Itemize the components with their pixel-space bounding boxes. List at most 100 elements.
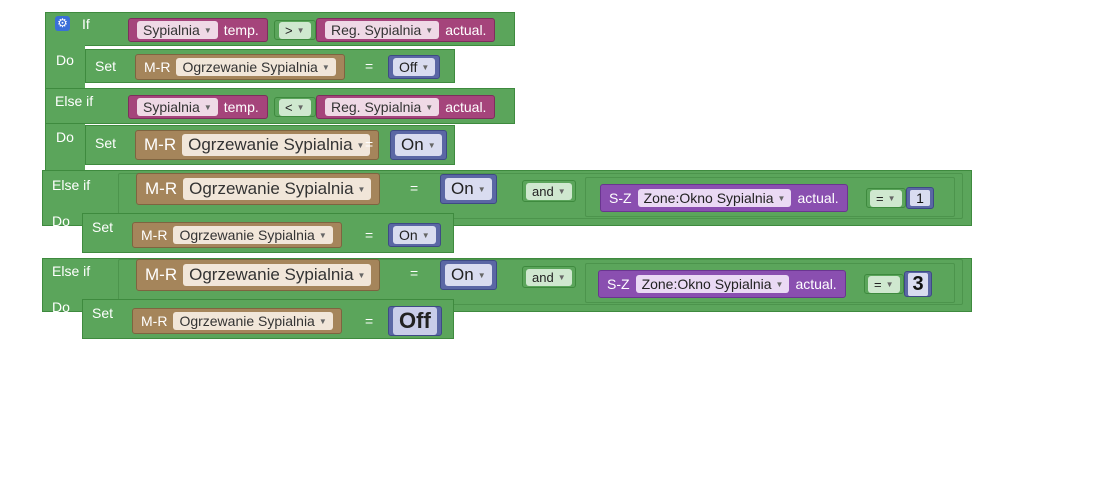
state-dropdown[interactable]: On▼ (395, 134, 442, 156)
chevron-down-icon: ▼ (357, 184, 366, 194)
chevron-down-icon: ▼ (557, 186, 566, 196)
reg-dropdown[interactable]: Reg. Sypialnia▼ (325, 21, 440, 39)
equals-sign: = (410, 180, 419, 196)
device-dropdown[interactable]: Ogrzewanie Sypialnia▼ (183, 178, 372, 200)
do-label: Do (56, 129, 74, 145)
set-label: Set (95, 58, 117, 74)
chevron-down-icon: ▼ (557, 272, 566, 282)
room-dropdown[interactable]: Sypialnia▼ (137, 98, 218, 116)
mr-block[interactable]: M-R Ogrzewanie Sypialnia▼ (135, 130, 380, 160)
state-dropdown[interactable]: On▼ (445, 178, 492, 200)
reg-dropdown[interactable]: Reg. Sypialnia▼ (325, 98, 440, 116)
chevron-down-icon: ▼ (321, 62, 330, 72)
actual-label: actual. (795, 276, 837, 292)
room-dropdown[interactable]: Sypialnia▼ (137, 21, 218, 39)
temp-label: temp. (223, 99, 259, 115)
state-dropdown[interactable]: Off (393, 307, 437, 335)
device-dropdown[interactable]: Ogrzewanie Sypialnia▼ (176, 58, 336, 76)
number-block[interactable]: 1 (906, 187, 934, 209)
mr-label: M-R (141, 227, 168, 243)
chevron-down-icon: ▼ (318, 316, 327, 326)
chevron-down-icon: ▼ (477, 184, 486, 194)
do-label: Do (52, 213, 70, 229)
mr-block[interactable]: M-R Ogrzewanie Sypialnia▼ (132, 308, 342, 334)
operator-dropdown[interactable]: <▼ (279, 98, 311, 116)
compare-op-lt[interactable]: <▼ (274, 97, 316, 117)
chevron-down-icon: ▼ (777, 193, 786, 203)
set-label: Set (95, 135, 117, 151)
operator-dropdown[interactable]: >▼ (279, 21, 311, 39)
device-dropdown[interactable]: Ogrzewanie Sypialnia▼ (173, 226, 333, 244)
chevron-down-icon: ▼ (425, 102, 434, 112)
sz-label: S-Z (607, 276, 630, 292)
actual-label: actual. (445, 22, 487, 38)
zone-dropdown[interactable]: Zone:Okno Sypialnia▼ (635, 275, 790, 293)
chevron-down-icon: ▼ (203, 25, 212, 35)
device-dropdown[interactable]: Ogrzewanie Sypialnia▼ (173, 312, 333, 330)
chevron-down-icon: ▼ (357, 270, 366, 280)
chevron-down-icon: ▼ (356, 140, 365, 150)
logic-dropdown[interactable]: and▼ (526, 182, 572, 200)
state-dropdown[interactable]: On▼ (445, 264, 492, 286)
mr-label: M-R (144, 59, 171, 75)
state-dropdown[interactable]: On▼ (393, 226, 436, 244)
actual-label: actual. (797, 190, 839, 206)
elseif-label: Else if (52, 263, 91, 279)
chevron-down-icon: ▼ (427, 140, 436, 150)
value-block[interactable]: On▼ (388, 223, 441, 247)
operator-dropdown[interactable]: =▼ (868, 275, 900, 293)
zone-dropdown[interactable]: Zone:Okno Sypialnia▼ (637, 189, 792, 207)
chevron-down-icon: ▼ (203, 102, 212, 112)
chevron-down-icon: ▼ (887, 193, 896, 203)
chevron-down-icon: ▼ (425, 25, 434, 35)
value-block[interactable]: Off (388, 306, 442, 336)
reg-actual-block[interactable]: Reg. Sypialnia▼ actual. (316, 18, 496, 42)
zone-block[interactable]: S-Z Zone:Okno Sypialnia▼ actual. (600, 184, 848, 212)
value-block[interactable]: On▼ (390, 130, 447, 160)
device-dropdown[interactable]: Ogrzewanie Sypialnia▼ (182, 134, 371, 156)
set-label: Set (92, 305, 114, 321)
actual-label: actual. (445, 99, 487, 115)
do-label: Do (56, 52, 74, 68)
gear-icon[interactable]: ⚙ (55, 16, 70, 31)
sensor-temp-block[interactable]: Sypialnia▼ temp. (128, 95, 268, 119)
value-block[interactable]: On▼ (440, 174, 497, 204)
chevron-down-icon: ▼ (421, 230, 430, 240)
equals-sign: = (365, 136, 374, 152)
compare-op-eq[interactable]: =▼ (864, 274, 904, 294)
mr-block[interactable]: M-R Ogrzewanie Sypialnia▼ (135, 54, 345, 80)
chevron-down-icon: ▼ (318, 230, 327, 240)
chevron-down-icon: ▼ (296, 25, 305, 35)
chevron-down-icon: ▼ (885, 279, 894, 289)
mr-block[interactable]: M-R Ogrzewanie Sypialnia▼ (136, 173, 381, 205)
mr-label: M-R (145, 265, 178, 284)
mr-block[interactable]: M-R Ogrzewanie Sypialnia▼ (136, 259, 381, 291)
and-operator[interactable]: and▼ (522, 266, 576, 288)
sensor-temp-block[interactable]: Sypialnia▼ temp. (128, 18, 268, 42)
elseif-label: Else if (52, 177, 91, 193)
and-operator[interactable]: and▼ (522, 180, 576, 202)
operator-dropdown[interactable]: =▼ (870, 189, 902, 207)
equals-sign: = (365, 58, 374, 74)
do-label: Do (52, 299, 70, 315)
zone-block[interactable]: S-Z Zone:Okno Sypialnia▼ actual. (598, 270, 846, 298)
value-block[interactable]: Off▼ (388, 55, 441, 79)
device-dropdown[interactable]: Ogrzewanie Sypialnia▼ (183, 264, 372, 286)
reg-actual-block[interactable]: Reg. Sypialnia▼ actual. (316, 95, 496, 119)
chevron-down-icon: ▼ (421, 62, 430, 72)
state-dropdown[interactable]: Off▼ (393, 58, 436, 76)
logic-dropdown[interactable]: and▼ (526, 268, 572, 286)
sz-label: S-Z (609, 190, 632, 206)
number-value[interactable]: 1 (910, 190, 930, 206)
mr-block[interactable]: M-R Ogrzewanie Sypialnia▼ (132, 222, 342, 248)
mr-label: M-R (141, 313, 168, 329)
value-block[interactable]: On▼ (440, 260, 497, 290)
compare-op-gt[interactable]: >▼ (274, 20, 316, 40)
compare-op-eq[interactable]: =▼ (866, 188, 906, 208)
equals-sign: = (410, 265, 419, 281)
number-block[interactable]: 3 (904, 271, 932, 297)
mr-label: M-R (144, 135, 177, 154)
number-value[interactable]: 3 (908, 272, 928, 296)
elseif-label: Else if (55, 93, 94, 109)
if-label: If (82, 16, 90, 32)
